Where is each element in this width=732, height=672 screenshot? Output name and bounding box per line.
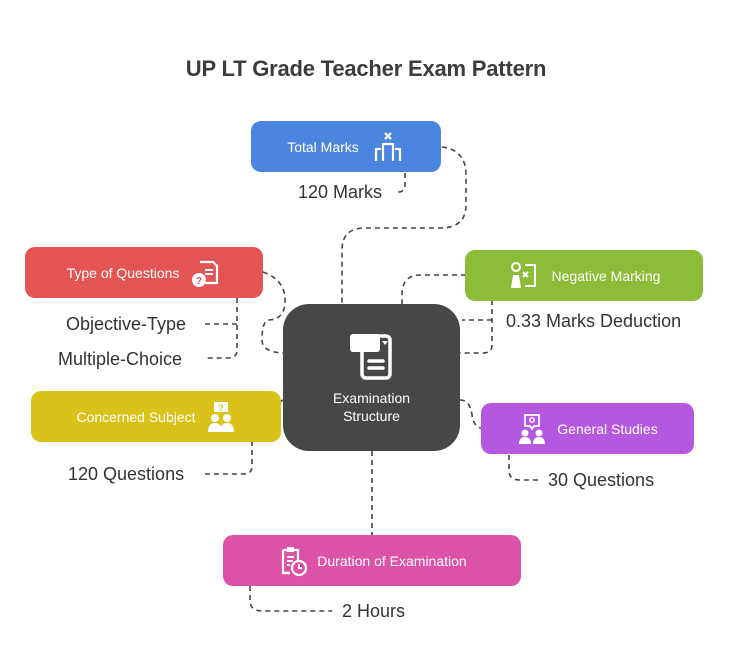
node-label: Total Marks (287, 138, 359, 155)
connector-type-questions (261, 271, 286, 354)
detail-concerned-questions: 120 Questions (68, 464, 185, 484)
diagram-title: UP LT Grade Teacher Exam Pattern (185, 56, 547, 81)
detail-general-questions: 30 Questions (548, 470, 655, 490)
detail-duration-hours: 2 Hours (342, 601, 406, 621)
center-label-line2: Structure (343, 407, 400, 424)
connector-concerned-detail (205, 441, 253, 475)
node-total-marks[interactable]: Total Marks (251, 121, 441, 172)
svg-text:?: ? (196, 276, 202, 287)
question-document-icon: ? (192, 260, 219, 287)
podium-icon (374, 131, 401, 161)
center-label-line1: Examination (332, 389, 411, 406)
node-type-of-questions[interactable]: Type of Questions ? (25, 247, 263, 298)
node-label: Negative Marking (551, 267, 661, 284)
people-question-icon: ? (207, 401, 234, 432)
people-discussion-icon (519, 413, 546, 444)
connector-duration-detail (249, 586, 332, 612)
connector-total-marks (341, 146, 467, 304)
detail-objective-type: Objective-Type (66, 314, 187, 334)
detail-total-marks: 120 Marks (298, 182, 383, 202)
node-negative-marking[interactable]: Negative Marking (465, 250, 703, 301)
document-form-icon (349, 333, 392, 380)
node-label: Type of Questions (66, 264, 180, 281)
node-label: Concerned Subject (76, 408, 196, 425)
connector-general-studies (459, 399, 483, 429)
node-label: Duration of Examination (317, 552, 467, 569)
connector-negative-detail (460, 300, 493, 354)
node-general-studies[interactable]: General Studies (481, 403, 694, 454)
detail-multiple-choice: Multiple-Choice (58, 349, 183, 369)
node-label: General Studies (557, 420, 658, 437)
connector-total-marks-detail (397, 173, 406, 193)
connector-general-detail (508, 455, 540, 481)
person-cross-board-icon (510, 261, 536, 288)
detail-negative-deduction: 0.33 Marks Deduction (506, 311, 682, 331)
node-duration-of-examination[interactable]: Duration of Examination (223, 535, 521, 586)
clipboard-clock-icon (282, 546, 308, 576)
connector-type-detail (205, 298, 238, 359)
node-concerned-subject[interactable]: Concerned Subject ? (31, 391, 281, 442)
connector-negative-marking (401, 274, 466, 304)
svg-text:?: ? (218, 403, 224, 413)
center-node-examination-structure[interactable]: Examination Structure (283, 304, 460, 451)
